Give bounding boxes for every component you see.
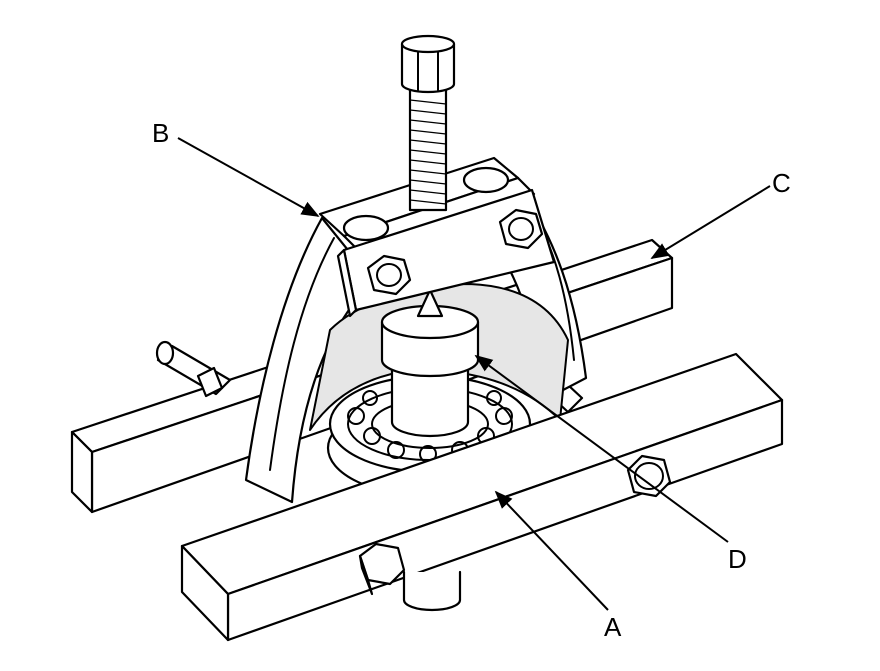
forcing-screw: [400, 34, 456, 212]
leader-line-a: [494, 490, 609, 611]
installer-shaft: [380, 288, 480, 438]
callout-label-c: C: [772, 168, 791, 198]
callout-label-b: B: [152, 118, 169, 148]
callout-label-a: A: [604, 612, 622, 642]
leader-line-b: [177, 137, 320, 217]
leader-line-d: [474, 354, 729, 543]
front-bar-bolt-left: [358, 542, 406, 596]
crossbar-bolt-left: [366, 254, 412, 296]
callout-label-d: D: [728, 544, 747, 574]
bottom-stub: [402, 570, 462, 612]
crossbar-bolt-right: [498, 208, 544, 250]
front-bar-bolt-right: [626, 454, 672, 498]
leader-line-c: [650, 185, 771, 259]
side-bolt-left: [155, 340, 232, 398]
